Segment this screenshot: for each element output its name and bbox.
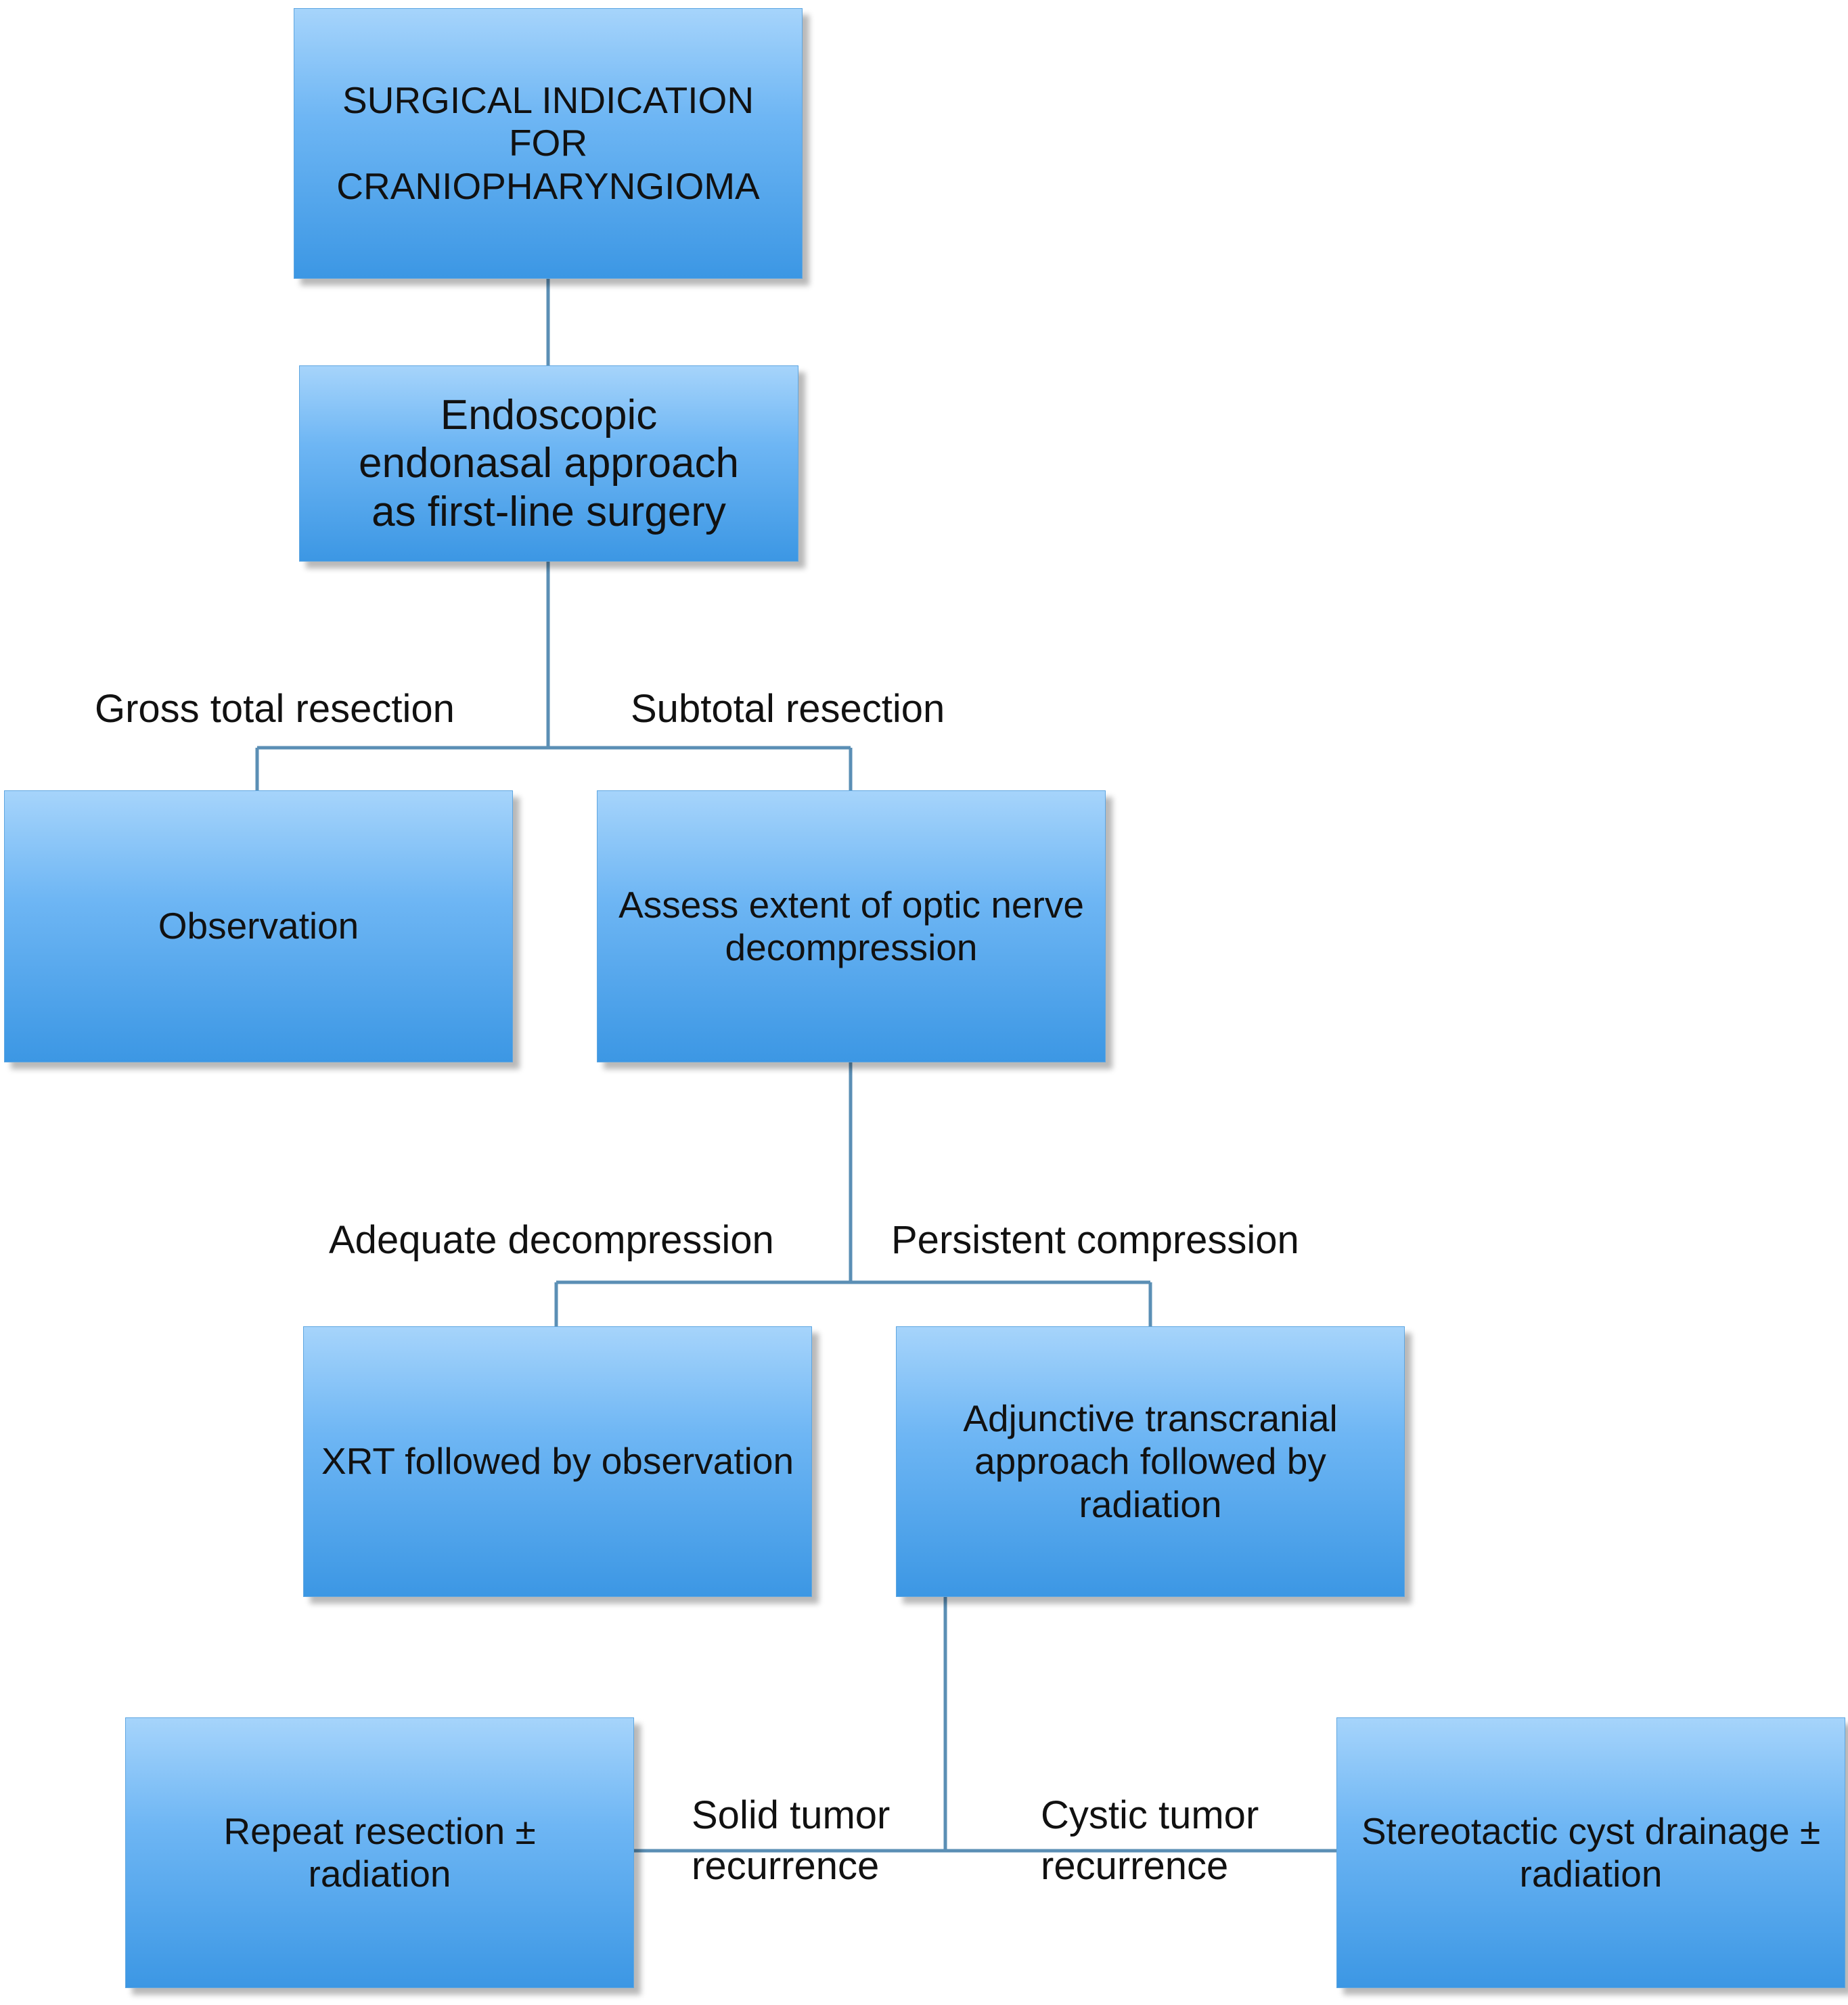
node-adjunctive-label: Adjunctive transcranial approach followe… [963, 1397, 1338, 1525]
node-assess-label: Assess extent of optic nerve decompressi… [618, 883, 1084, 968]
node-repeat-resection: Repeat resection ± radiation [125, 1717, 634, 1988]
edge-label-persistent: Persistent compression [891, 1218, 1299, 1262]
node-observation: Observation [4, 790, 513, 1062]
node-xrt: XRT followed by observation [303, 1326, 812, 1597]
node-root-label: SURGICAL INDICATION FOR CRANIOPHARYNGIOM… [336, 79, 760, 207]
edge-label-subtotal: Subtotal resection [631, 687, 945, 731]
edge-label-gross-total: Gross total resection [95, 687, 455, 731]
node-stereotactic-label: Stereotactic cyst drainage ± radiation [1361, 1809, 1821, 1895]
node-first-line-label: Endoscopic endonasal approach as first-l… [359, 392, 739, 535]
node-xrt-label: XRT followed by observation [321, 1440, 794, 1483]
node-stereotactic: Stereotactic cyst drainage ± radiation [1336, 1717, 1845, 1988]
node-root: SURGICAL INDICATION FOR CRANIOPHARYNGIOM… [294, 8, 803, 279]
node-first-line: Endoscopic endonasal approach as first-l… [299, 365, 798, 562]
edge-label-adequate: Adequate decompression [329, 1218, 774, 1262]
edge-label-cystic: Cystic tumor recurrence [1041, 1793, 1259, 1889]
node-repeat-resection-label: Repeat resection ± radiation [223, 1809, 536, 1895]
node-adjunctive: Adjunctive transcranial approach followe… [896, 1326, 1405, 1597]
node-observation-label: Observation [158, 905, 359, 947]
node-assess: Assess extent of optic nerve decompressi… [597, 790, 1106, 1062]
edge-label-solid: Solid tumor recurrence [692, 1793, 891, 1889]
